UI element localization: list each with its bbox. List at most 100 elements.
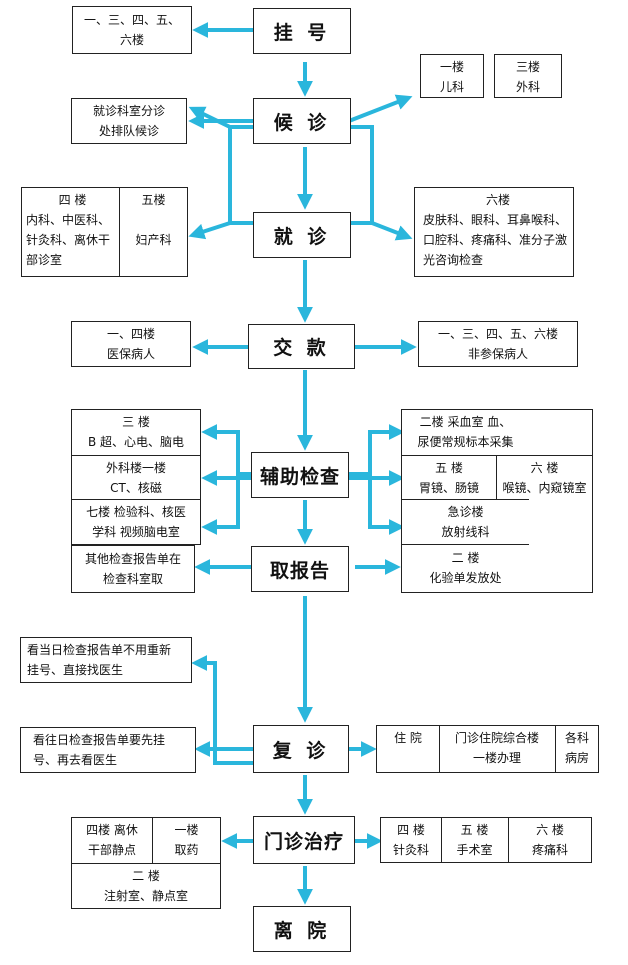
- injection-line1: 二 楼: [132, 869, 160, 883]
- exam-surg-line1: 外科楼一楼: [105, 461, 166, 475]
- inpatient-wards-line1: 各科: [564, 731, 589, 745]
- inpatient-building: 门诊住院综合楼 一楼办理: [440, 728, 554, 768]
- step-qubaogao: 取报告: [251, 546, 349, 592]
- note-pay-insured: 一、四楼 医保病人: [71, 321, 191, 367]
- endo5-line2: 胃镜、肠镜: [418, 481, 479, 495]
- lab-2f: 二 楼 化验单发放处: [402, 545, 529, 592]
- exam-endo5: 五 楼 胃镜、肠镜: [402, 456, 496, 499]
- inpatient-label: 住 院: [394, 731, 422, 745]
- acu-line1: 四 楼: [397, 823, 425, 837]
- bracket-right-dept: [349, 125, 374, 225]
- note-inpatient: 住 院 门诊住院综合楼 一楼办理 各科 病房: [376, 725, 599, 773]
- op-line2: 手术室: [456, 843, 493, 857]
- note-prevday: 看往日检查报告单要先挂 号、再去看医生: [20, 727, 196, 773]
- floor4-cell: 四 楼 内科、中医科、 针灸科、离休干 部诊室: [22, 188, 119, 276]
- exam-surg-line2: CT、核磁: [110, 481, 162, 495]
- note-queue: 就诊科室分诊 处排队候诊: [71, 98, 187, 144]
- lab-2f-line1: 二 楼: [451, 551, 480, 565]
- exam-blood: 二楼 采血室 血、 尿便常规标本采集: [402, 410, 529, 455]
- floor6-line1: 皮肤科、眼科、耳鼻喉科、: [423, 213, 568, 227]
- treat-left-stack: 四楼 离休 干部静点 一楼 取药 二 楼 注射室、静点室: [71, 817, 221, 909]
- floor5-line1: 妇产科: [135, 233, 172, 247]
- treat-right-stack: 四 楼 针灸科 五 楼 手术室 六 楼 疼痛科: [380, 817, 592, 863]
- bracket-exam-right: [349, 430, 398, 476]
- injection-line2: 注射室、静点室: [103, 889, 188, 903]
- inpatient-building-line2: 一楼办理: [472, 751, 521, 765]
- queue-line2: 处排队候诊: [98, 124, 159, 138]
- floor6-title: 六楼: [485, 193, 510, 207]
- exam-7f-line2: 学科 视频脑电室: [92, 525, 180, 539]
- step-fuzhen: 复 诊: [253, 725, 349, 773]
- step-jiaokuan: 交 款: [248, 324, 355, 369]
- step-fuzhu: 辅助检查: [251, 452, 349, 498]
- note-pay-uninsured: 一、三、四、五、六楼 非参保病人: [418, 321, 578, 367]
- floor4-line3: 部诊室: [26, 253, 63, 267]
- pay-insured-line1: 一、四楼: [106, 327, 155, 341]
- step-jiuzhen: 就 诊: [253, 212, 351, 258]
- exam-right-stack: 二楼 采血室 血、 尿便常规标本采集 五 楼 胃镜、肠镜 六 楼 喉镜、内窥镜室…: [401, 409, 593, 593]
- pain-line2: 疼痛科: [531, 843, 568, 857]
- pediatrics-floor: 一楼: [439, 60, 464, 74]
- floor5-title: 五楼: [141, 193, 166, 207]
- exam-surg: 外科楼一楼 CT、核磁: [72, 456, 200, 499]
- queue-line1: 就诊科室分诊: [92, 104, 165, 118]
- pain-line1: 六 楼: [536, 823, 564, 837]
- step-liyuan: 离 院: [253, 906, 351, 952]
- pharmacy-line2: 取药: [174, 843, 199, 857]
- endo5-line1: 五 楼: [435, 461, 463, 475]
- inpatient-building-line1: 门诊住院综合楼: [454, 731, 539, 745]
- treat-pharmacy: 一楼 取药: [153, 818, 220, 863]
- surgery-dept: 外科: [515, 80, 540, 94]
- prevday-line1: 看往日检查报告单要先挂: [33, 733, 166, 747]
- prevday-line2: 号、再去看医生: [33, 753, 118, 767]
- guahao-floors-line1: 一、三、四、五、: [83, 13, 180, 27]
- surgery-floor: 三楼: [515, 60, 540, 74]
- note-pediatrics: 一楼 儿科: [420, 54, 484, 98]
- treat-op: 五 楼 手术室: [442, 820, 507, 860]
- pay-uninsured-line2: 非参保病人: [467, 347, 528, 361]
- op-line1: 五 楼: [460, 823, 489, 837]
- step-houzhen: 候 诊: [253, 98, 351, 144]
- retired-line1: 四楼 离休: [86, 823, 138, 837]
- floor6-line2: 口腔科、疼痛科、准分子激: [423, 233, 568, 247]
- exam-3f-line1: 三 楼: [122, 415, 150, 429]
- treat-acu: 四 楼 针灸科: [381, 820, 441, 860]
- note-guahao-floors: 一、三、四、五、 六楼: [72, 6, 192, 54]
- pharmacy-line1: 一楼: [174, 823, 199, 837]
- exam-7f-line1: 七楼 检验科、核医: [86, 505, 186, 519]
- acu-line2: 针灸科: [392, 843, 429, 857]
- floor6-line3: 光咨询检查: [423, 253, 484, 267]
- treat-pain: 六 楼 疼痛科: [509, 820, 591, 860]
- note-report-dept: 其他检查报告单在 检查科室取: [71, 545, 195, 593]
- exam-emergency: 急诊楼 放射线科: [402, 500, 529, 544]
- note-floor45: 四 楼 内科、中医科、 针灸科、离休干 部诊室 五楼 妇产科: [21, 187, 188, 277]
- arrow-to-queue-diag: [188, 106, 231, 129]
- endo6-line2: 喉镜、内窥镜室: [502, 481, 587, 495]
- arrow-to-floor6: [371, 221, 413, 241]
- treat-retired: 四楼 离休 干部静点: [72, 818, 152, 863]
- step-menzhen: 门诊治疗: [253, 816, 355, 864]
- floor4-line2: 针灸科、离休干: [26, 233, 111, 247]
- floor5-cell: 五楼 妇产科: [120, 188, 187, 276]
- exam-7f: 七楼 检验科、核医 学科 视频脑电室: [72, 500, 200, 544]
- blood-line1: 二楼 采血室 血、: [419, 415, 512, 429]
- arrow-houzhen-right: [348, 94, 413, 123]
- emergency-line1: 急诊楼: [447, 505, 484, 519]
- inpatient-wards-line2: 病房: [564, 751, 589, 765]
- pay-uninsured-line1: 一、三、四、五、六楼: [437, 327, 558, 341]
- lab-2f-line2: 化验单发放处: [429, 571, 502, 585]
- bracket-exam-emerg: [368, 474, 398, 529]
- bracket-exam-7f: [208, 474, 240, 529]
- pay-insured-line2: 医保病人: [106, 347, 155, 361]
- exam-3f: 三 楼 B 超、心电、脑电: [72, 410, 200, 455]
- note-sameday: 看当日检查报告单不用重新 挂号、直接找医生: [20, 637, 192, 683]
- exam-3f-line2: B 超、心电、脑电: [87, 435, 185, 449]
- inpatient-wards: 各科 病房: [556, 728, 598, 768]
- treat-injection: 二 楼 注射室、静点室: [72, 864, 220, 908]
- exam-left-stack: 三 楼 B 超、心电、脑电 外科楼一楼 CT、核磁 七楼 检验科、核医 学科 视…: [71, 409, 201, 545]
- pediatrics-dept: 儿科: [439, 80, 464, 94]
- guahao-floors-line2: 六楼: [119, 33, 144, 47]
- floor4-title: 四 楼: [58, 193, 87, 207]
- sameday-line1: 看当日检查报告单不用重新: [27, 643, 172, 657]
